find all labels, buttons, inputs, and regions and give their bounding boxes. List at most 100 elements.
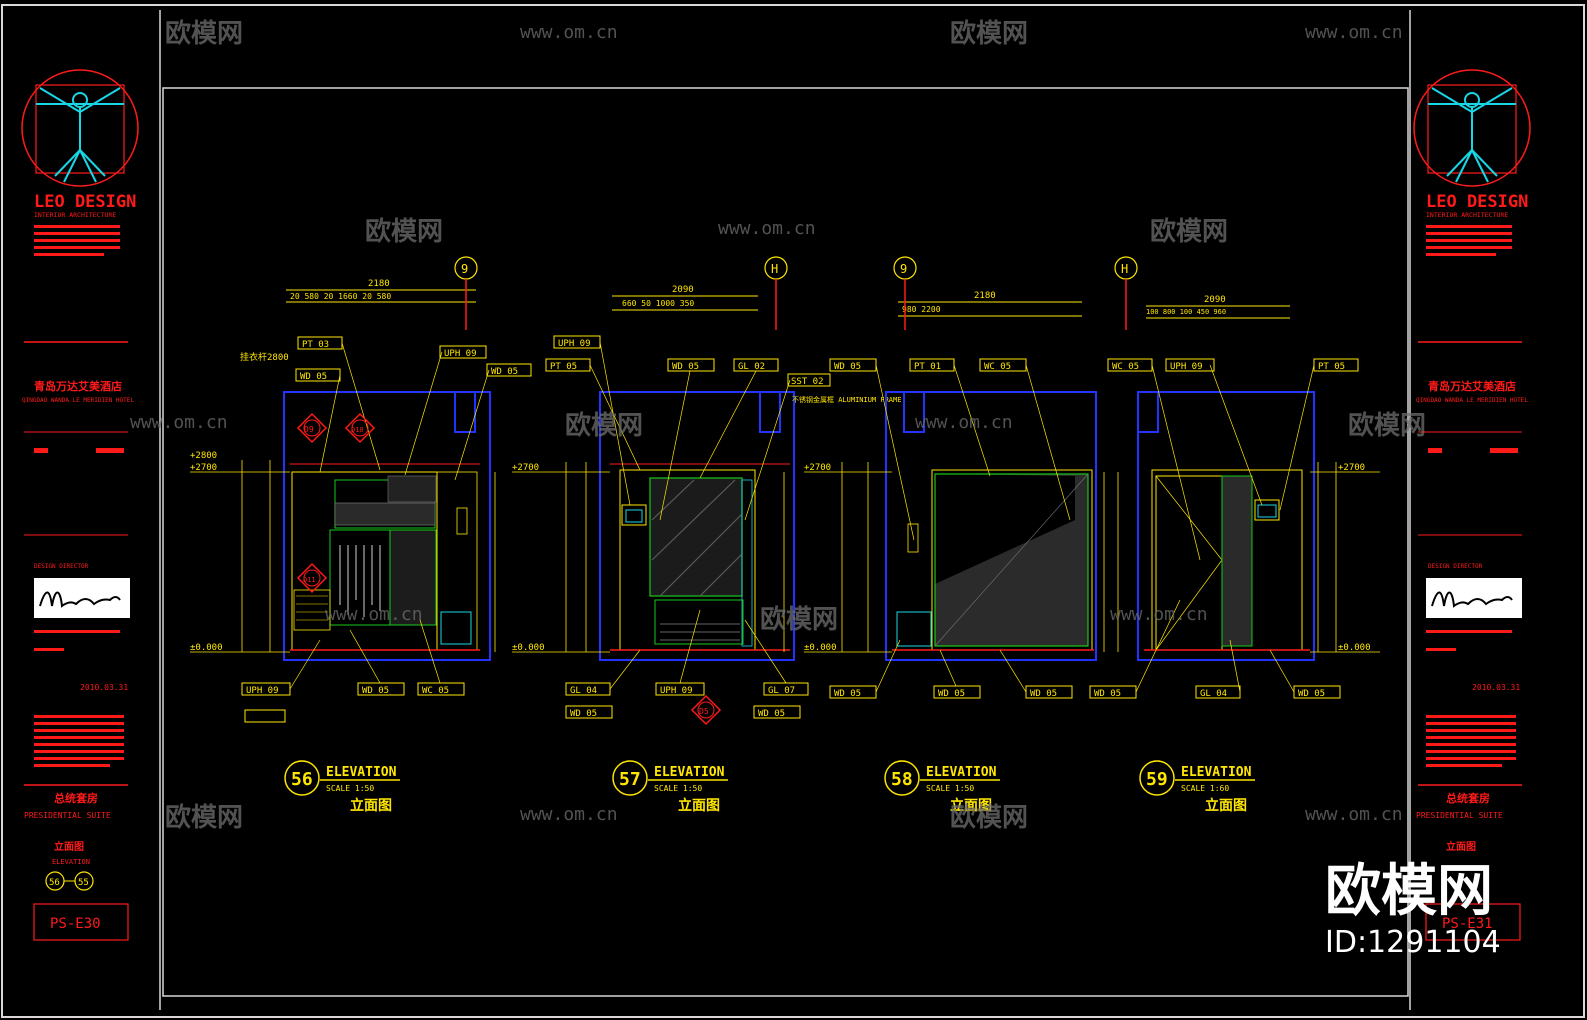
room-name-cn: 总统套房 <box>54 791 98 805</box>
mirror-panel <box>649 477 743 597</box>
elevation-number: 58 <box>891 769 913 790</box>
dim-total: 2180 <box>974 291 996 301</box>
elevation-scale: SCALE 1:50 <box>926 784 974 793</box>
tag: WD 05 <box>938 689 965 699</box>
tag: PT 03 <box>302 340 329 350</box>
elevation-label: 59 ELEVATION SCALE 1:60 立面图 <box>1139 760 1255 814</box>
signature-mark <box>39 591 121 608</box>
tag: SST 02 <box>791 377 824 387</box>
elevation-cn: 立面图 <box>350 797 392 814</box>
title-block-right: LEO DESIGN INTERIOR ARCHITECTURE 青岛万达艾美酒… <box>1413 69 1531 941</box>
elevation-56: 2180 20 580 20 1660 20 580 9 挂衣杆2800 +28… <box>190 256 532 814</box>
dim-parts: 100 800 100 450 960 <box>1146 308 1226 316</box>
tag: WD 05 <box>834 689 861 699</box>
brand-logo-text: 欧模网 <box>1325 859 1493 924</box>
watermark-url: www.om.cn <box>325 604 423 625</box>
watermark-brand: 欧模网 <box>165 802 243 833</box>
watermark-url: www.om.cn <box>1305 22 1403 43</box>
watermark-url: www.om.cn <box>1110 604 1208 625</box>
tag: PT 05 <box>1318 362 1345 372</box>
elevation-label: 58 ELEVATION SCALE 1:50 立面图 <box>884 760 1000 814</box>
elevation-title: ELEVATION <box>1181 765 1252 780</box>
tag: GL 04 <box>1200 689 1227 699</box>
resource-id: ID:1291104 <box>1325 925 1501 960</box>
tag: WD 05 <box>672 362 699 372</box>
watermark-brand: 欧模网 <box>1348 410 1426 441</box>
tag: WC 05 <box>422 686 449 696</box>
logo-notes-block <box>34 225 120 256</box>
sheet-number: PS-E30 <box>50 916 101 932</box>
detail-callouts: D9 D10 D11 <box>296 412 376 594</box>
elevation-title: ELEVATION <box>326 765 397 780</box>
level-2: ±0.000 <box>1338 643 1371 653</box>
level-2: ±0.000 <box>512 643 545 653</box>
tag: GL 02 <box>738 362 765 372</box>
ref-mark: D11 <box>303 576 316 584</box>
tag: UPH 09 <box>444 349 477 359</box>
logo-text-right: LEO DESIGN <box>1426 192 1528 212</box>
elevation-cn: 立面图 <box>1205 797 1247 814</box>
elevation-cn: 立面图 <box>950 797 992 814</box>
logo-text: LEO DESIGN <box>34 192 136 212</box>
tag: UPH 09 <box>1170 362 1203 372</box>
ref-mark: D9 <box>304 425 314 434</box>
grid-marker: 9 <box>461 262 468 276</box>
ref-tag-a: 56 <box>49 878 60 888</box>
sheet-number-box <box>33 903 129 941</box>
tag: WC 05 <box>984 362 1011 372</box>
watermark-brand: 欧模网 <box>950 18 1028 49</box>
design-director-label: DESIGN DIRECTOR <box>34 563 89 570</box>
watermark-layer: 欧模网 www.om.cn 欧模网 www.om.cn 欧模网 www.om.c… <box>130 18 1426 833</box>
tag: WD 05 <box>1030 689 1057 699</box>
project-name-en-right: QINGDAO WANDA LE MERIDIEN HOTEL <box>1416 397 1528 404</box>
dim-parts: 980 2200 <box>902 305 941 314</box>
elevation-scale: SCALE 1:50 <box>326 784 374 793</box>
levels: +2800 +2700 ±0.000 <box>190 451 496 653</box>
elevation-scale: SCALE 1:50 <box>654 784 702 793</box>
tag: PT 05 <box>550 362 577 372</box>
level-3: ±0.000 <box>190 643 223 653</box>
drawing-date-right: 2010.03.31 <box>1472 683 1520 692</box>
elevation-label: 57 ELEVATION SCALE 1:50 立面图 <box>612 760 728 814</box>
room-name-en-right: PRESIDENTIAL SUITE <box>1416 811 1503 820</box>
note: 挂衣杆2800 <box>240 351 289 363</box>
vitruvian-logo-right <box>1413 69 1531 187</box>
tag: UPH 09 <box>246 686 279 696</box>
watermark-brand: 欧模网 <box>565 410 643 441</box>
level-1: +2700 <box>804 463 831 473</box>
elevation-cn: 立面图 <box>678 797 720 814</box>
wall-outline <box>1137 391 1315 661</box>
tag: WD 05 <box>758 709 785 719</box>
dim-parts: 20 580 20 1660 20 580 <box>290 292 391 301</box>
room-name-cn-right: 总统套房 <box>1446 791 1490 805</box>
wall-outline <box>599 391 795 661</box>
corner-brand-mark: 欧模网 ID:1291104 <box>1325 859 1501 960</box>
grid-marker: 9 <box>900 262 907 276</box>
sheet-title-cn-right: 立面图 <box>1446 840 1476 853</box>
tag: UPH 09 <box>558 339 591 349</box>
room-name-en: PRESIDENTIAL SUITE <box>24 811 111 820</box>
dim-total: 2090 <box>672 285 694 295</box>
dim-total: 2090 <box>1204 295 1226 305</box>
tag: UPH 09 <box>660 686 693 696</box>
elevation-58: 2180 980 2200 9 +2700 ±0.000 WD 05 PT 01… <box>804 256 1119 814</box>
level-1: +2700 <box>512 463 539 473</box>
notes-block <box>34 715 124 767</box>
level-2: ±0.000 <box>804 643 837 653</box>
level-2: +2700 <box>190 463 217 473</box>
tag: WD 05 <box>300 372 327 382</box>
ref-mark: D5 <box>699 707 709 716</box>
elevation-number: 57 <box>619 769 641 790</box>
tag: GL 07 <box>768 686 795 696</box>
logo-subtitle: INTERIOR ARCHITECTURE <box>34 211 116 219</box>
project-name-cn-right: 青岛万达艾美酒店 <box>1428 379 1516 393</box>
elevation-57: 2090 660 50 1000 350 H 不锈钢金属框 ALUMINIUM … <box>512 256 901 814</box>
watermark-url: www.om.cn <box>520 804 618 825</box>
dim-total: 2180 <box>368 279 390 289</box>
elevation-scale: SCALE 1:60 <box>1181 784 1229 793</box>
note: 不锈钢金属框 ALUMINIUM FRAME <box>792 395 901 404</box>
elevation-label: 56 ELEVATION SCALE 1:50 立面图 <box>284 760 400 814</box>
tag: PT 01 <box>914 362 941 372</box>
drawing-frame <box>162 87 1409 997</box>
